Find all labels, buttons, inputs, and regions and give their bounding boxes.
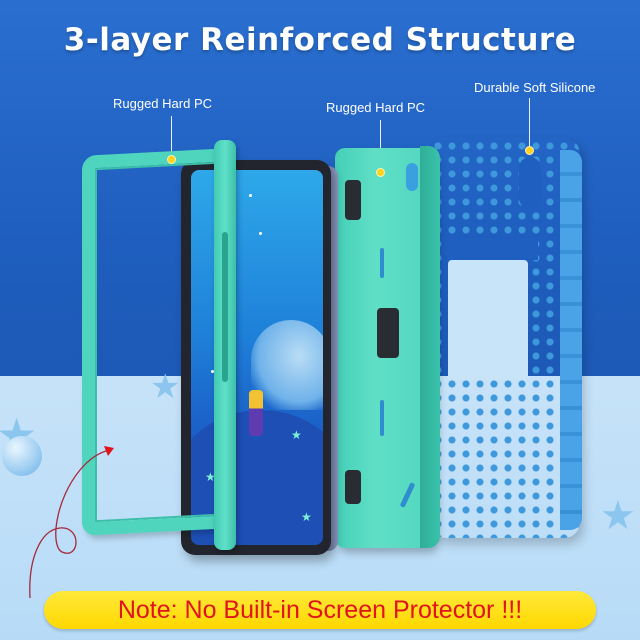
callout-dot — [525, 146, 534, 155]
hard-shell-rim — [420, 146, 440, 548]
wallpaper-star-icon: ★ — [291, 428, 302, 442]
shell-cutout — [345, 180, 361, 220]
wallpaper-star-icon: ★ — [205, 470, 216, 484]
wallpaper-sparkle — [211, 370, 214, 373]
callout-dot — [376, 168, 385, 177]
silicone-cutout — [448, 260, 528, 380]
wallpaper-cloud — [251, 320, 323, 410]
wallpaper-sparkle — [249, 194, 252, 197]
callout-leader-line — [529, 98, 530, 148]
callout-label-front-pc: Rugged Hard PC — [113, 96, 212, 111]
callout-leader-line — [380, 120, 381, 170]
callout-label-back-pc: Rugged Hard PC — [326, 100, 425, 115]
note-banner: Note: No Built-in Screen Protector !!! — [44, 591, 596, 629]
wallpaper-star-icon: ★ — [301, 510, 312, 524]
shell-slot — [380, 248, 384, 278]
page-title: 3-layer Reinforced Structure — [63, 22, 577, 58]
silicone-cutout — [448, 238, 538, 260]
silicone-edge — [560, 150, 582, 530]
ball-prop-icon — [2, 436, 42, 476]
note-text: Note: No Built-in Screen Protector !!! — [117, 595, 523, 624]
callout-leader-line — [171, 116, 172, 158]
wallpaper-sparkle — [259, 232, 262, 235]
shell-slot — [380, 400, 384, 436]
star-prop-icon: ★ — [150, 367, 181, 407]
camera-cutout — [519, 157, 541, 209]
shell-cutout — [377, 308, 399, 358]
shell-cutout — [345, 470, 361, 504]
callout-label-silicone: Durable Soft Silicone — [474, 80, 596, 95]
camera-cutout — [406, 163, 418, 191]
wallpaper-character — [249, 390, 263, 436]
tablet-screen: ★ ★ ★ — [191, 170, 323, 545]
callout-dot — [167, 155, 176, 164]
star-prop-icon: ★ — [600, 493, 636, 539]
bumper-frame-slot — [222, 232, 228, 382]
